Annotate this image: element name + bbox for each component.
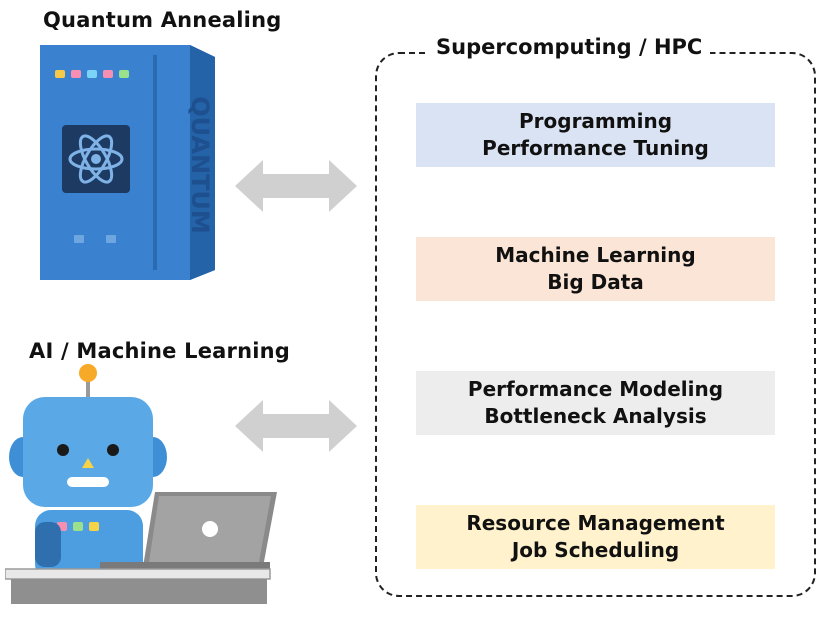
hpc-box-line2: Job Scheduling: [511, 538, 680, 562]
hpc-box-performance-modeling: Performance Modeling Bottleneck Analysis: [416, 371, 775, 435]
robot-laptop-icon: [5, 364, 277, 604]
hpc-panel-title: Supercomputing / HPC: [428, 35, 711, 59]
quantum-machine-label: QUANTUM: [186, 96, 214, 234]
hpc-box-resource-management: Resource Management Job Scheduling: [416, 505, 775, 569]
quantum-annealing-title: Quantum Annealing: [43, 8, 282, 32]
hpc-box-line1: Programming: [518, 109, 673, 133]
quantum-computer-icon: QUANTUM: [40, 45, 215, 280]
bidirectional-arrow-top-icon: [235, 160, 357, 212]
hpc-box-line2: Bottleneck Analysis: [484, 404, 707, 428]
hpc-box-line1: Machine Learning: [495, 243, 696, 267]
ai-machine-learning-title: AI / Machine Learning: [29, 339, 291, 363]
bidirectional-arrow-bottom-icon: [235, 400, 357, 452]
hpc-box-line1: Resource Management: [466, 511, 725, 535]
hpc-box-line2: Performance Tuning: [482, 136, 709, 160]
hpc-box-programming: Programming Performance Tuning: [416, 103, 775, 167]
hpc-box-line1: Performance Modeling: [467, 377, 724, 401]
hpc-box-machine-learning: Machine Learning Big Data: [416, 237, 775, 301]
hpc-box-line2: Big Data: [547, 270, 644, 294]
